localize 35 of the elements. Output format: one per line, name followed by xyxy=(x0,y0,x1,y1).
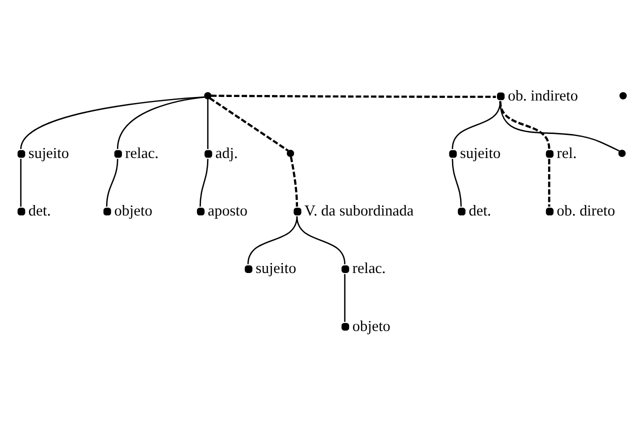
connector xyxy=(20,158,21,207)
connector xyxy=(246,216,298,264)
connector xyxy=(210,94,496,98)
node-label: det. xyxy=(28,202,50,220)
node-label: relac. xyxy=(124,144,158,162)
connector xyxy=(451,158,462,207)
connector xyxy=(20,96,204,150)
node-circle xyxy=(286,150,294,158)
node-label: relac. xyxy=(352,260,386,278)
node-label: adj. xyxy=(214,144,238,162)
node-label: ob. indireto xyxy=(507,87,578,104)
connector xyxy=(498,101,550,150)
connector xyxy=(106,158,118,207)
connector xyxy=(499,101,620,152)
connector xyxy=(289,156,298,207)
node-label: det. xyxy=(468,202,491,220)
node-label: aposto xyxy=(207,202,248,220)
node-label: sujeito xyxy=(460,144,500,162)
node-label: objeto xyxy=(114,202,152,220)
connector xyxy=(206,99,208,150)
node-label: sujeito xyxy=(255,260,296,278)
node-label: ob. direto xyxy=(556,202,615,220)
node-label: V. da subordinada xyxy=(304,202,414,220)
connector xyxy=(208,97,288,152)
connector xyxy=(116,96,204,150)
connector xyxy=(344,274,345,322)
connector xyxy=(548,158,550,207)
connector xyxy=(296,216,345,264)
node-circle xyxy=(618,150,626,158)
connector xyxy=(199,158,208,207)
node-circle xyxy=(204,92,211,100)
node-label: sujeito xyxy=(28,144,68,162)
node-label: objeto xyxy=(352,318,390,335)
node-label: rel. xyxy=(556,144,576,162)
node-circle xyxy=(618,92,626,100)
